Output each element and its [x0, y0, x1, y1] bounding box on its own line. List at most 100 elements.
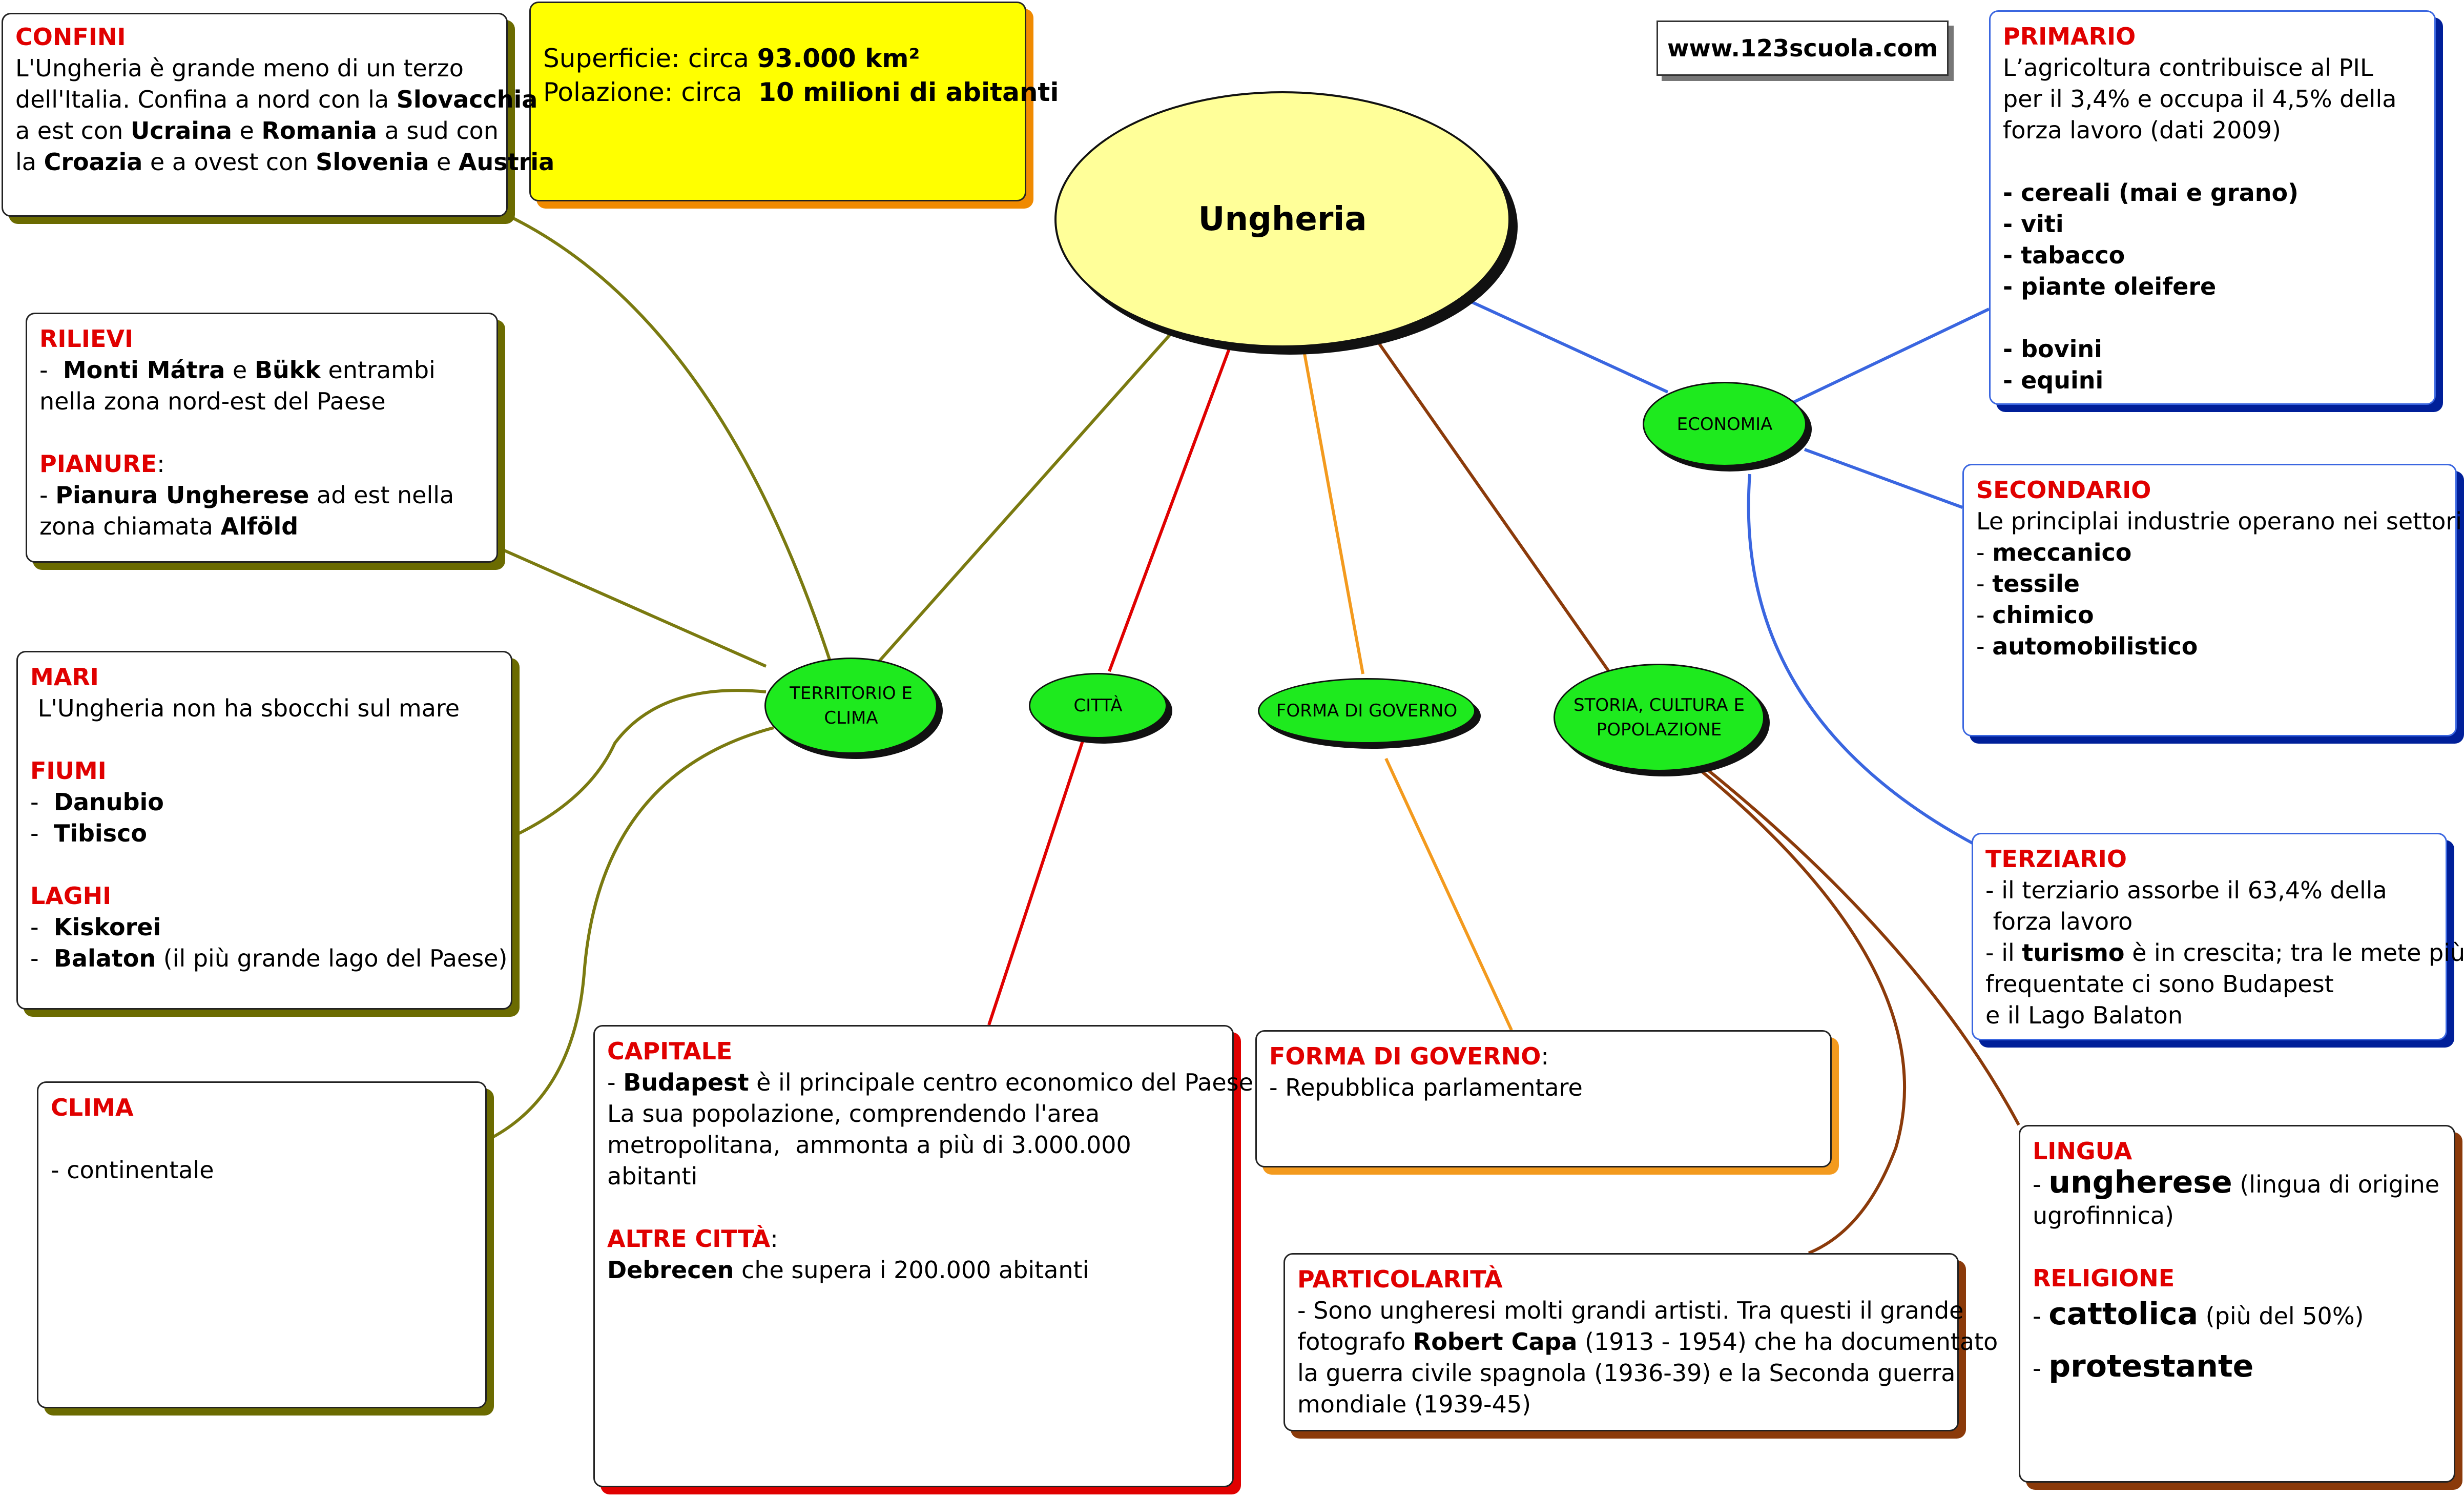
- connector-center-citta: [1108, 346, 1231, 672]
- text: a sud con: [377, 117, 499, 145]
- country-slovacchia: Slovacchia: [396, 86, 538, 113]
- fiumi-title: FIUMI: [30, 757, 107, 785]
- connector-center-economia: [1466, 298, 1669, 394]
- surface-value: 93.000 km²: [757, 44, 920, 73]
- mountain-matra: Monti Mátra: [63, 356, 225, 384]
- box-lingua: LINGUA - ungherese (lingua di origine ug…: [2019, 1125, 2455, 1483]
- terziario-line-5: e il Lago Balaton: [1985, 1001, 2183, 1029]
- connector-territorio-mari: [514, 689, 767, 837]
- text: dell'Italia. Confina a nord con la: [15, 86, 397, 113]
- terziario-title: TERZIARIO: [1985, 845, 2127, 873]
- connector-territorio-rilievi: [499, 547, 767, 668]
- text: entrambi: [320, 356, 436, 384]
- clima-line-1: - continentale: [51, 1156, 214, 1184]
- fiume-2: - Tibisco: [30, 818, 499, 849]
- text: la: [15, 148, 44, 176]
- dash: -: [1976, 539, 1993, 566]
- colon: :: [157, 450, 165, 478]
- confini-line-1: L'Ungheria è grande meno di un terzo: [15, 54, 464, 82]
- box-particolarita: PARTICOLARITÀ - Sono ungheresi molti gra…: [1283, 1253, 1998, 1431]
- particolarita-line-3: la guerra civile spagnola (1936-39) e la…: [1297, 1359, 1956, 1387]
- box-rilievi: RILIEVI - Monti Mátra e Bükk entrambi ne…: [26, 313, 498, 563]
- pianure-line-1: - Pianura Ungherese ad est nella: [39, 480, 484, 511]
- text: che supera i 200.000 abitanti: [734, 1256, 1089, 1284]
- connector-center-storia: [1377, 341, 1610, 672]
- sector-chimico: chimico: [1992, 601, 2094, 629]
- artist-robert-capa: Robert Capa: [1413, 1328, 1578, 1356]
- secondario-item: - automobilistico: [1976, 631, 2443, 662]
- religione-title: RELIGIONE: [2033, 1264, 2175, 1292]
- node-storia-cultura: STORIA, CULTURA E POPOLAZIONE: [1554, 664, 1765, 771]
- facts-box: Superficie: circa 93.000 km² Polazione: …: [529, 2, 1059, 201]
- connector-storia-lingua: [1705, 767, 2020, 1126]
- text: e: [232, 117, 262, 145]
- confini-title: CONFINI: [15, 23, 126, 51]
- connector-economia-terziario: [1747, 474, 1983, 850]
- pianure-title: PIANURE:: [39, 448, 484, 480]
- governo-line-1: - Repubblica parlamentare: [1269, 1074, 1583, 1101]
- primario-title: PRIMARIO: [2003, 23, 2136, 50]
- connector-territorio-confini: [506, 214, 832, 662]
- pianure-heading: PIANURE: [39, 450, 157, 478]
- text: -: [39, 356, 63, 384]
- box-primario: PRIMARIO L’agricoltura contribuisce al P…: [1989, 10, 2436, 405]
- lingua-line-2: ugrofinnica): [2033, 1202, 2174, 1229]
- confini-line-3: a est con Ucraina e Romania a sud con: [15, 115, 499, 147]
- altre-citta-heading: ALTRE CITTÀ: [607, 1225, 771, 1253]
- connector-territorio-clima: [486, 726, 774, 1142]
- lingua-title: LINGUA: [2033, 1137, 2132, 1165]
- primario-line-2: per il 3,4% e occupa il 4,5% della: [2003, 85, 2397, 113]
- text: e: [429, 148, 459, 176]
- connector-storia-particolarita: [1697, 767, 1907, 1255]
- terziario-line-1: - il terziario assorbe il 63,4% della: [1985, 876, 2387, 904]
- river-tibisco: Tibisco: [53, 819, 147, 847]
- religion-protestante: protestante: [2048, 1348, 2254, 1384]
- plain-name: Pianura Ungherese: [55, 481, 309, 509]
- primario-item: - bovini: [2003, 335, 2102, 363]
- religione-line-1: - cattolica (più del 50%): [2033, 1294, 2441, 1336]
- sector-tessile: tessile: [1992, 570, 2080, 598]
- dash: -: [2033, 1302, 2049, 1330]
- connector-economia-primario: [1792, 307, 1990, 404]
- primario-item: - viti: [2003, 210, 2064, 238]
- capitale-title: CAPITALE: [607, 1037, 733, 1065]
- colon: :: [1541, 1042, 1549, 1070]
- river-danubio: Danubio: [53, 788, 164, 816]
- text: (1913 - 1954) che ha documentato: [1577, 1328, 1998, 1356]
- country-ucraina: Ucraina: [130, 117, 232, 145]
- city-debrecen: Debrecen: [607, 1256, 734, 1284]
- country-croazia: Croazia: [44, 148, 143, 176]
- particolarita-line-1: - Sono ungheresi molti grandi artisti. T…: [1297, 1297, 1964, 1324]
- country-austria: Austria: [458, 148, 555, 176]
- node-territorio-clima: TERRITORIO E CLIMA: [764, 658, 938, 754]
- religione-line-2: - protestante: [2033, 1346, 2441, 1388]
- text: è il principale centro economico del Pae…: [749, 1069, 1261, 1096]
- lingua-line-1: - ungherese (lingua di origine: [2033, 1167, 2441, 1200]
- secondario-item: - tessile: [1976, 568, 2443, 600]
- text: zona chiamata: [39, 512, 221, 540]
- capitale-line-4: abitanti: [607, 1162, 698, 1190]
- website-label[interactable]: www.123scuola.com: [1657, 20, 1949, 76]
- primario-line-3: forza lavoro (dati 2009): [2003, 116, 2281, 144]
- particolarita-title: PARTICOLARITÀ: [1297, 1265, 1503, 1293]
- dash: -: [1976, 601, 1993, 629]
- primario-line-1: L’agricoltura contribuisce al PIL: [2003, 54, 2373, 81]
- clima-title: CLIMA: [51, 1094, 134, 1121]
- text: - il: [1985, 939, 2022, 967]
- primario-item: - piante oleifere: [2003, 273, 2217, 300]
- connector-economia-secondario: [1804, 448, 1963, 509]
- capitale-line-1: - Budapest è il principale centro econom…: [607, 1067, 1261, 1098]
- lake-note: (il più grande lago del Paese): [156, 945, 508, 972]
- connector-center-governo: [1303, 353, 1364, 674]
- language-ungherese: ungherese: [2048, 1164, 2232, 1200]
- box-confini: CONFINI L'Ungheria è grande meno di un t…: [2, 13, 554, 217]
- text: fotografo: [1297, 1328, 1413, 1356]
- node-citta: CITTÀ: [1029, 673, 1167, 739]
- lake-kiskorei: Kiskorei: [53, 913, 161, 941]
- text: a est con: [15, 117, 131, 145]
- text: (più del 50%): [2198, 1302, 2364, 1330]
- particolarita-line-4: mondiale (1939-45): [1297, 1390, 1531, 1418]
- secondario-item: - chimico: [1976, 600, 2443, 631]
- confini-line-4: la Croazia e a ovest con Slovenia e Aust…: [15, 147, 554, 178]
